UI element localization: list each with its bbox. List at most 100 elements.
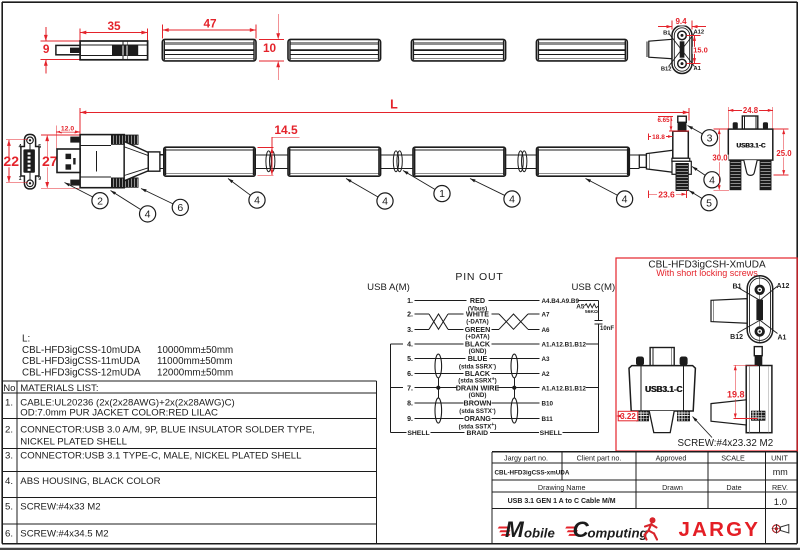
svg-text:No: No xyxy=(3,383,15,394)
svg-text:Approved: Approved xyxy=(656,453,687,462)
svg-text:4: 4 xyxy=(19,144,22,150)
svg-text:REV.: REV. xyxy=(772,483,788,492)
svg-text:6.: 6. xyxy=(407,371,413,378)
svg-text:23.6: 23.6 xyxy=(658,189,675,199)
svg-text:CONNECTOR:USB 3.1 TYPE-C, MALE: CONNECTOR:USB 3.1 TYPE-C, MALE, NICKEL P… xyxy=(20,451,302,462)
svg-text:USB3.1-C: USB3.1-C xyxy=(737,143,767,150)
svg-text:CBL-HFD3igCSS-10mUDA: CBL-HFD3igCSS-10mUDA xyxy=(22,345,141,356)
svg-text:(stda SSTX-): (stda SSTX-) xyxy=(459,407,495,415)
svg-text:47: 47 xyxy=(203,16,217,30)
svg-text:11000mm±50mm: 11000mm±50mm xyxy=(157,356,232,367)
svg-text:4: 4 xyxy=(709,174,715,186)
svg-text:(GND): (GND) xyxy=(469,392,487,399)
svg-text:56KΩ: 56KΩ xyxy=(585,309,598,315)
svg-text:9: 9 xyxy=(38,176,41,182)
svg-text:22: 22 xyxy=(3,153,19,169)
svg-text:(stda SSRX+): (stda SSRX+) xyxy=(458,377,496,385)
svg-text:RED: RED xyxy=(470,296,485,305)
svg-text:3.: 3. xyxy=(5,451,13,462)
svg-text:CBL-HFD3igCSS-11mUDA: CBL-HFD3igCSS-11mUDA xyxy=(22,356,140,367)
svg-text:GREEN: GREEN xyxy=(465,325,491,334)
svg-text:CONNECTOR:USB 3.0 A/M, 9P, BLU: CONNECTOR:USB 3.0 A/M, 9P, BLUE INSULATO… xyxy=(20,424,314,435)
svg-text:SCREW:#4x33 M2: SCREW:#4x33 M2 xyxy=(20,502,100,513)
svg-text:4: 4 xyxy=(622,194,628,206)
svg-text:BLACK: BLACK xyxy=(465,339,491,348)
svg-text:4: 4 xyxy=(254,195,260,207)
svg-text:A12: A12 xyxy=(777,283,790,290)
svg-text:19.8: 19.8 xyxy=(727,390,745,400)
svg-text:BLACK: BLACK xyxy=(465,369,491,378)
svg-text:8.: 8. xyxy=(407,401,413,408)
svg-text:3: 3 xyxy=(707,132,713,144)
svg-text:5: 5 xyxy=(38,144,41,150)
svg-text:CBL-HFD3igCSS-xmUDA: CBL-HFD3igCSS-xmUDA xyxy=(495,470,570,477)
svg-text:USB A(M): USB A(M) xyxy=(367,282,410,293)
svg-text:35: 35 xyxy=(107,19,121,33)
svg-text:mm: mm xyxy=(773,467,788,477)
svg-text:4.: 4. xyxy=(5,476,13,487)
svg-text:With short locking screws: With short locking screws xyxy=(656,268,758,278)
svg-text:4: 4 xyxy=(382,196,388,208)
svg-text:9.: 9. xyxy=(407,416,413,423)
svg-text:A1: A1 xyxy=(778,335,787,342)
svg-text:USB3.1-C: USB3.1-C xyxy=(645,385,682,394)
svg-text:2: 2 xyxy=(97,195,103,207)
svg-text:9: 9 xyxy=(43,42,50,56)
svg-text:SCREW:#4x23.32 M2: SCREW:#4x23.32 M2 xyxy=(678,438,774,449)
svg-text:MATERIALS LIST:: MATERIALS LIST: xyxy=(20,383,98,394)
svg-text:WHITE: WHITE xyxy=(466,310,489,319)
svg-text:1: 1 xyxy=(19,176,22,182)
svg-text:5: 5 xyxy=(706,197,712,209)
svg-text:A2: A2 xyxy=(542,371,551,378)
svg-text:1.: 1. xyxy=(407,298,413,305)
svg-text:7.: 7. xyxy=(407,385,413,392)
svg-text:A1: A1 xyxy=(694,66,702,72)
svg-text:15.0: 15.0 xyxy=(693,45,708,54)
svg-text:CBL-HFD3igCSS-12mUDA: CBL-HFD3igCSS-12mUDA xyxy=(22,368,141,379)
svg-text:B10: B10 xyxy=(542,401,554,408)
svg-text:B1: B1 xyxy=(733,284,742,291)
svg-text:USB3.1-C: USB3.1-C xyxy=(646,385,683,394)
svg-text:USB3.1-C: USB3.1-C xyxy=(736,143,766,150)
svg-text:(stda SSRX-): (stda SSRX-) xyxy=(459,362,496,370)
svg-text:A1.A12.B1.B12: A1.A12.B1.B12 xyxy=(542,385,587,392)
svg-text:1.0: 1.0 xyxy=(774,497,787,508)
svg-text:C: C xyxy=(573,517,590,542)
svg-text:M: M xyxy=(505,517,525,542)
svg-text:BRAID: BRAID xyxy=(467,430,489,437)
svg-text:B12: B12 xyxy=(661,67,672,73)
svg-text:6.: 6. xyxy=(5,529,13,540)
svg-text:obile: obile xyxy=(524,525,555,540)
svg-text:1: 1 xyxy=(439,188,445,200)
svg-text:SHELL: SHELL xyxy=(540,430,562,437)
svg-text:L: L xyxy=(390,97,398,111)
svg-text:10nF: 10nF xyxy=(600,326,614,332)
svg-text:Client part no.: Client part no. xyxy=(577,453,622,462)
svg-text:(-DATA): (-DATA) xyxy=(466,318,488,325)
svg-text:Drawing Name: Drawing Name xyxy=(538,483,586,492)
svg-text:4: 4 xyxy=(145,209,151,221)
svg-text:SCREW:#4x34.5 M2: SCREW:#4x34.5 M2 xyxy=(20,529,108,540)
svg-text:12000mm±50mm: 12000mm±50mm xyxy=(157,368,233,379)
svg-text:USB C(M): USB C(M) xyxy=(571,282,615,293)
svg-text:(Vbus): (Vbus) xyxy=(468,305,487,312)
svg-text:14.5: 14.5 xyxy=(274,123,298,137)
svg-text:A6: A6 xyxy=(542,327,551,334)
svg-text:(+DATA): (+DATA) xyxy=(466,334,490,341)
svg-text:CABLE:UL20236 (2x(2x28AWG)+2x(: CABLE:UL20236 (2x(2x28AWG)+2x(2x28AWG)C) xyxy=(20,398,234,409)
svg-text:4: 4 xyxy=(509,194,515,206)
svg-text:SHELL: SHELL xyxy=(407,430,429,437)
svg-text:4.: 4. xyxy=(407,341,413,348)
svg-text:CBL-HFD3igCSH-XmUDA: CBL-HFD3igCSH-XmUDA xyxy=(648,260,766,271)
svg-text:PIN OUT: PIN OUT xyxy=(455,271,503,283)
svg-text:6: 6 xyxy=(177,202,183,214)
svg-text:A5: A5 xyxy=(576,304,585,311)
svg-text:3.: 3. xyxy=(407,327,413,334)
svg-text:B12: B12 xyxy=(730,334,743,341)
svg-text:B11: B11 xyxy=(542,416,554,423)
svg-text:A1.A12.B1.B12: A1.A12.B1.B12 xyxy=(542,341,587,348)
svg-text:BLUE: BLUE xyxy=(468,354,488,363)
svg-text:12.0: 12.0 xyxy=(61,125,74,132)
svg-text:3.22: 3.22 xyxy=(620,412,636,421)
svg-text:30.0: 30.0 xyxy=(712,154,728,163)
